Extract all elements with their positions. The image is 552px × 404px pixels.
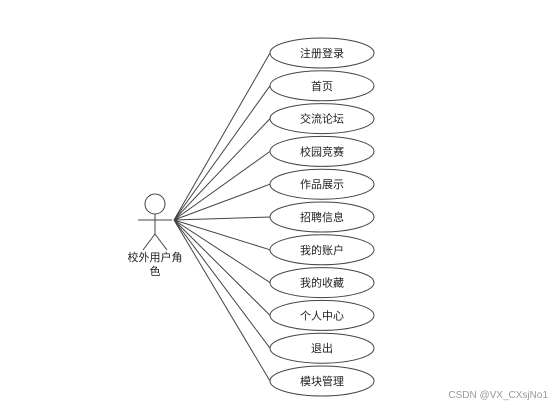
association-line	[173, 216, 271, 221]
use-case-label: 我的收藏	[300, 276, 344, 290]
association-line	[173, 219, 271, 316]
use-case: 作品展示	[269, 168, 375, 200]
use-case: 模块管理	[269, 365, 375, 397]
use-case-ellipse	[269, 168, 375, 200]
use-case-ellipse	[269, 267, 375, 299]
use-case-ellipse	[269, 70, 375, 102]
use-case-label: 作品展示	[300, 178, 344, 191]
csdn-watermark: CSDN @VX_CXsjNo1	[448, 390, 548, 401]
use-case: 注册登录	[269, 37, 375, 69]
use-case-ellipse	[269, 37, 375, 69]
use-case-label: 退出	[311, 341, 333, 355]
use-case: 首页	[269, 70, 375, 102]
association-line	[173, 219, 271, 349]
use-case-ellipse	[269, 299, 375, 331]
actor-name-line2: 色	[150, 264, 161, 278]
association-line	[173, 183, 271, 221]
association-line	[173, 118, 271, 221]
use-case-label: 校园竞赛	[300, 144, 344, 158]
use-case: 校园竞赛	[269, 135, 375, 167]
actor-name-line1: 校外用户角	[128, 250, 183, 264]
association-lines	[173, 52, 271, 382]
actor-right-leg	[154, 233, 168, 251]
association-line	[173, 85, 271, 221]
use-case: 退出	[269, 332, 375, 364]
use-case-label: 首页	[311, 79, 333, 93]
use-case: 我的账户	[269, 234, 375, 266]
use-case-label: 招聘信息	[300, 210, 344, 224]
use-case-ellipse	[269, 103, 375, 135]
association-line	[173, 52, 271, 221]
use-case-ellipse	[269, 135, 375, 167]
association-line	[173, 219, 271, 284]
use-case-label: 模块管理	[300, 374, 344, 388]
use-case: 个人中心	[269, 299, 375, 331]
use-case-ellipse	[269, 201, 375, 233]
actor-left-leg	[142, 233, 156, 251]
association-line	[173, 150, 271, 221]
use-case-label: 注册登录	[300, 46, 344, 60]
use-case: 交流论坛	[269, 103, 375, 135]
use-case-ellipse	[269, 332, 375, 364]
use-case: 招聘信息	[269, 201, 375, 233]
association-line	[173, 219, 271, 382]
actor-head	[144, 193, 166, 215]
use-case-label: 个人中心	[300, 309, 344, 322]
use-case-ellipse	[269, 365, 375, 397]
use-case-ellipse	[269, 234, 375, 266]
use-case-label: 我的账户	[300, 243, 344, 257]
use-case-label: 交流论坛	[300, 112, 344, 126]
use-case: 我的收藏	[269, 267, 375, 299]
association-line	[173, 219, 271, 251]
actor-figure: 校外用户角 色	[128, 193, 183, 278]
